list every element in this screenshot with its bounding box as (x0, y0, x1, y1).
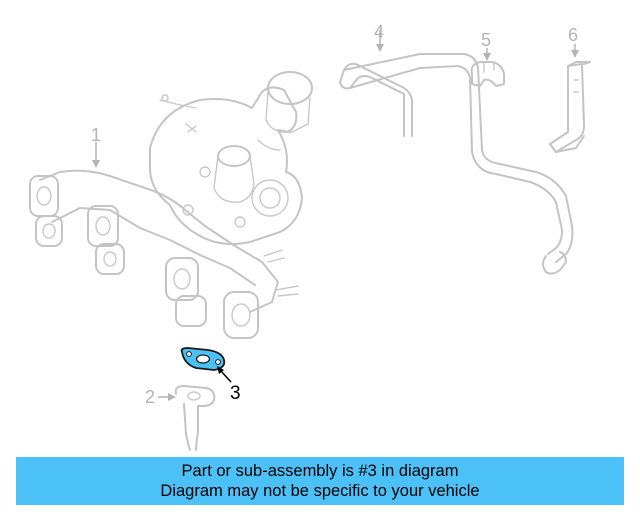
part-3-gasket[interactable] (180, 347, 232, 383)
callout-6: 6 (568, 25, 578, 45)
banner-line-part: Part or sub-assembly is #3 in diagram (181, 462, 459, 480)
part-5-clip (470, 48, 505, 87)
callout-4: 4 (374, 22, 384, 42)
callout-2: 2 (145, 387, 155, 407)
callout-5: 5 (481, 30, 491, 50)
part-4-pipe (339, 30, 574, 275)
callout-1: 1 (91, 125, 101, 145)
part-2-bracket (158, 385, 216, 451)
part-1-turbo-manifold (29, 71, 313, 339)
part-6-bracket (549, 44, 591, 153)
banner-line-disclaimer: Diagram may not be specific to your vehi… (160, 482, 480, 500)
callout-3[interactable]: 3 (230, 383, 241, 404)
info-banner: Part or sub-assembly is #3 in diagram Di… (16, 457, 624, 505)
